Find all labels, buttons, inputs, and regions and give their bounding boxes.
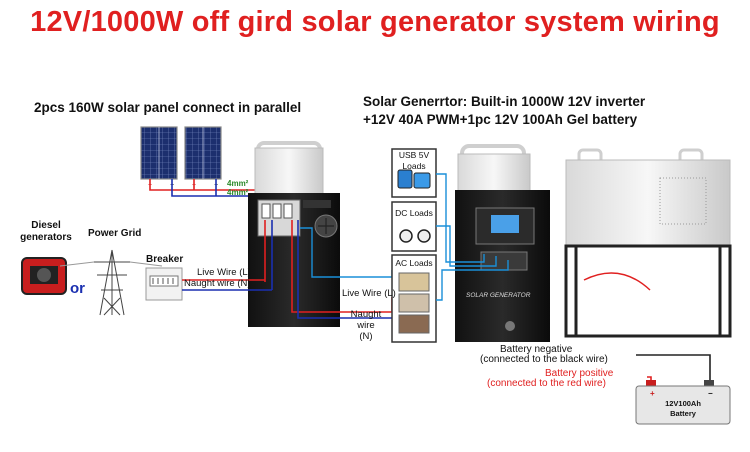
battery-minus-sign: − [708,389,713,398]
wire-gauge-label-2: 4mm² [227,188,249,197]
battery-plus-sign: + [650,389,655,398]
left-solar-generator-unit [248,141,340,327]
battery-12v100ah [635,380,731,425]
diagram-title: 12V/1000W off gird solar generator syste… [30,6,720,38]
diesel-generators-label: Diesel generators [20,220,72,243]
wire-gauge-label-1: 4mm² [227,179,249,188]
battery-positive-label-line2: (connected to the red wire) [487,378,606,389]
breaker-label: Breaker [146,254,184,265]
solar-panel-2 [184,126,222,180]
center-solar-generator [455,144,550,342]
or-label: or [70,280,85,297]
generator-caption-line1: Solar Generrtor: Built-in 1000W 12V inve… [363,94,646,109]
breaker-box [145,267,183,301]
naught-wire-label-1: Naught wire (N) [184,278,251,289]
live-wire-label-1: Live Wire (L) [197,267,251,278]
generator-brand-text: SOLAR GENERATOR [466,292,531,299]
usb-loads-label: USB 5V Loads [398,150,430,171]
power-grid-label: Power Grid [88,228,142,239]
solar-panel-1 [140,126,178,180]
power-grid-tower [59,249,163,316]
dc-loads-box [391,201,437,252]
battery-model-label: 12V100Ah [665,399,701,408]
battery-word-label: Battery [670,409,696,418]
battery-negative-label-line1: Battery negative [500,344,573,355]
live-wire-label-2: Live Wire (L) [342,288,396,299]
dc-loads-label: DC Loads [395,208,433,218]
solar-panel-caption: 2pcs 160W solar panel connect in paralle… [34,100,302,115]
generator-caption-line2: +12V 40A PWM+1pc 12V 100Ah Gel battery [363,112,638,127]
ac-loads-label: AC Loads [395,258,433,268]
battery-positive-label-line1: Battery positive [545,368,614,379]
diesel-generator-image [21,257,67,295]
battery-negative-label-line2: (connected to the black wire) [480,354,608,365]
open-generator-cabinet [564,148,732,338]
naught-wire-label-2: Naught wire (N) [350,309,382,342]
